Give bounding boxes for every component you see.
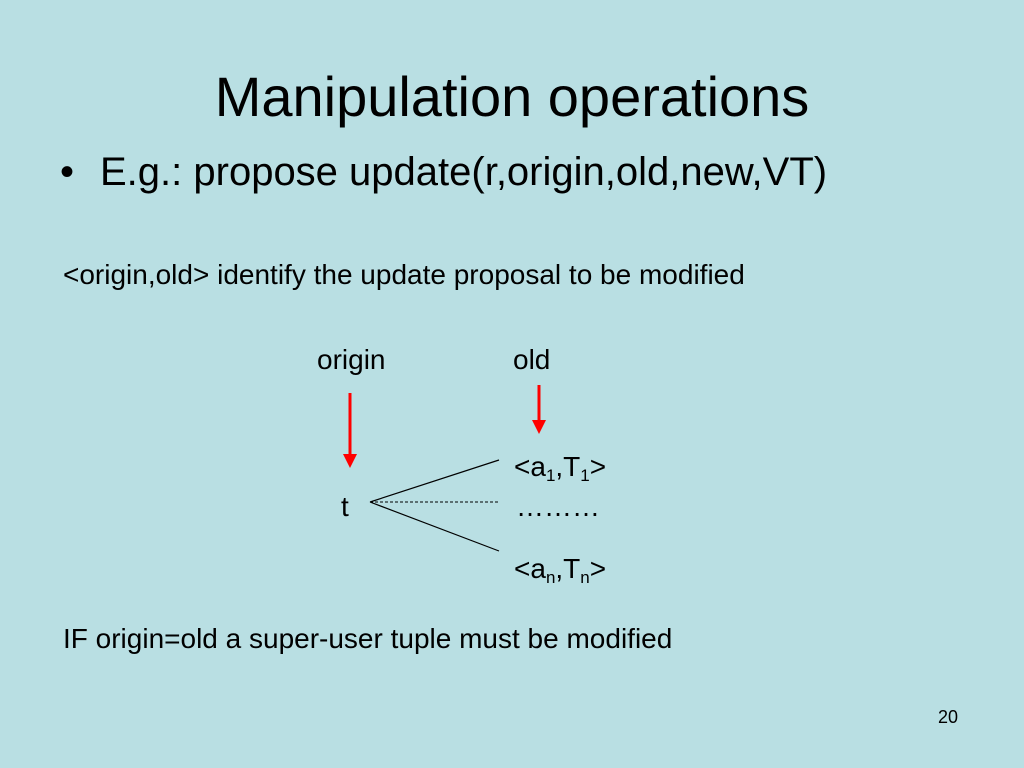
tuple-first: <a1,T1> — [514, 451, 607, 485]
identify-text: <origin,old> identify the update proposa… — [63, 259, 745, 290]
origin-label: origin — [317, 344, 386, 375]
tuple-last: <an,Tn> — [514, 553, 607, 587]
old-arrow — [532, 385, 546, 434]
slide-title: Manipulation operations — [214, 65, 810, 128]
condition-text: IF origin=old a super-user tuple must be… — [63, 623, 673, 654]
origin-arrow — [343, 393, 357, 468]
branch-line-bottom — [369, 501, 500, 552]
old-label: old — [513, 344, 551, 375]
tuple-ellipsis: ……… — [516, 491, 600, 522]
bullet-item: • E.g.: propose update(r,origin,old,new,V… — [60, 146, 827, 198]
bullet-text: E.g.: propose update(r,origin,old,new,VT… — [100, 150, 828, 194]
bullet-marker: • — [60, 150, 75, 194]
branch-line-top — [369, 459, 500, 503]
page-number: 20 — [938, 707, 959, 727]
node-t: t — [341, 491, 349, 522]
